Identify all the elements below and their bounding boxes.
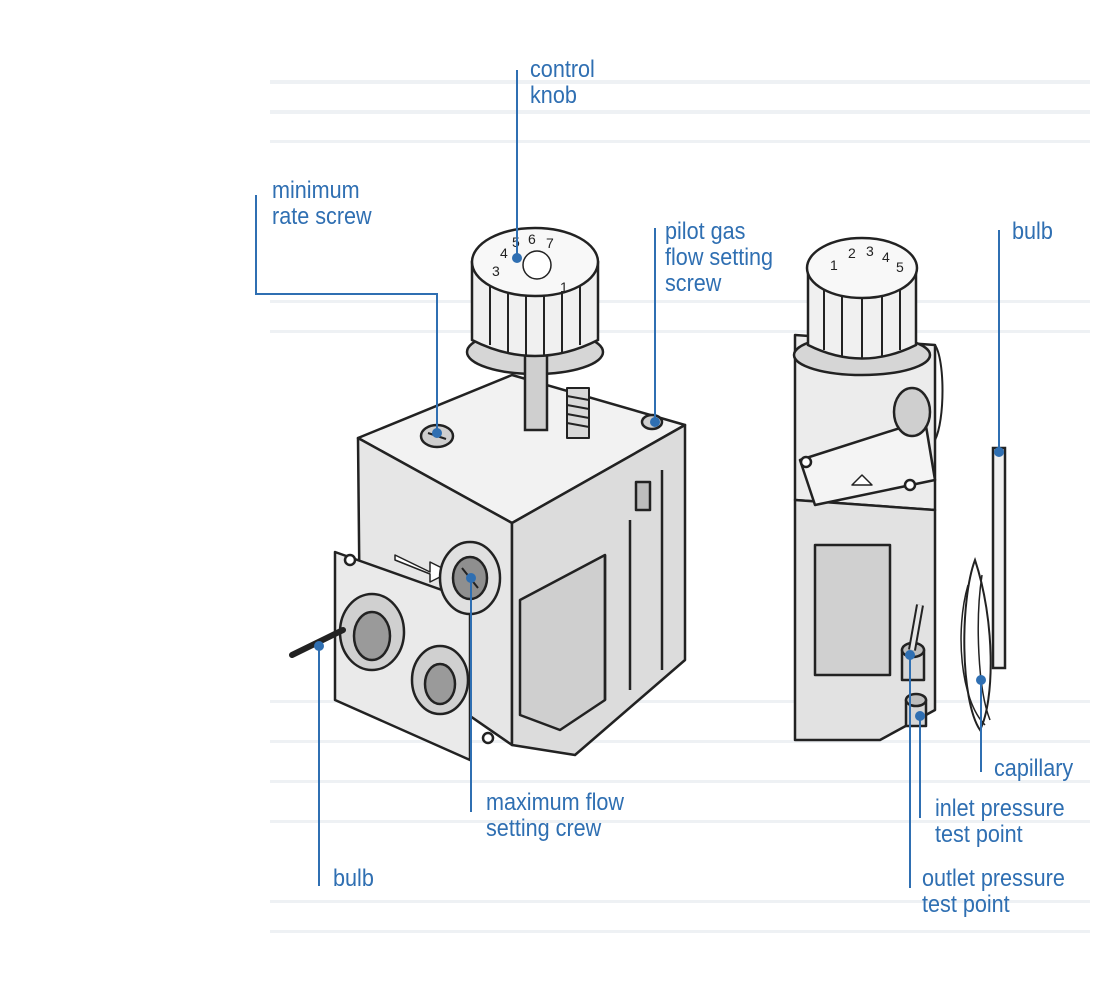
label-line: minimum (272, 177, 360, 204)
label-line: control (530, 56, 595, 83)
background-texture (270, 80, 1090, 933)
label-minimum-rate-screw: minimum rate screw (272, 178, 372, 230)
svg-text:3: 3 (866, 243, 874, 259)
side-cavity (813, 543, 892, 677)
svg-text:5: 5 (896, 259, 904, 275)
label-bulb-right: bulb (1012, 219, 1053, 245)
side-bulb (991, 446, 1007, 670)
label-line: bulb (333, 865, 374, 892)
svg-text:1: 1 (830, 257, 838, 273)
svg-text:7: 7 (546, 235, 554, 251)
svg-text:4: 4 (500, 245, 508, 261)
label-line: capillary (994, 755, 1074, 782)
label-control-knob: control knob (530, 57, 595, 109)
callout-dots (314, 253, 1004, 721)
label-line: test point (922, 891, 1010, 918)
svg-text:2: 2 (848, 245, 856, 261)
label-line: bulb (1012, 218, 1053, 245)
leader-minimum-rate-screw (255, 195, 438, 433)
svg-text:1: 1 (560, 279, 568, 295)
front-valve-body (289, 373, 687, 762)
label-line: setting crew (486, 815, 602, 842)
label-line: test point (935, 821, 1023, 848)
side-dial-digits: 1 2 3 4 5 (830, 243, 904, 275)
label-capillary: capillary (994, 756, 1073, 782)
svg-text:6: 6 (528, 231, 536, 247)
label-line: rate screw (272, 203, 372, 230)
side-valve-body (793, 333, 937, 742)
adjust-spring (566, 387, 590, 439)
label-line: inlet pressure (935, 795, 1065, 822)
label-inlet-pressure: inlet pressure test point (935, 796, 1065, 848)
label-pilot-gas-screw: pilot gas flow setting screw (665, 219, 773, 297)
front-control-knob (465, 226, 605, 432)
label-line: outlet pressure (922, 865, 1065, 892)
valve-right-recess (518, 553, 607, 732)
label-line: pilot gas (665, 218, 746, 245)
label-line: maximum flow (486, 789, 625, 816)
callout-lines (255, 70, 1000, 888)
label-line: screw (665, 270, 722, 297)
label-max-flow-screw: maximum flow setting crew (486, 790, 624, 842)
side-gear (892, 386, 932, 438)
side-bulb-assembly (934, 344, 1007, 732)
label-bulb-left: bulb (333, 866, 374, 892)
side-cover-plate (798, 418, 937, 507)
label-line: knob (530, 82, 577, 109)
label-outlet-pressure: outlet pressure test point (922, 866, 1065, 918)
svg-text:4: 4 (882, 249, 890, 265)
label-line: flow setting (665, 244, 774, 271)
valve-slot (634, 480, 652, 512)
side-control-knob (792, 236, 932, 377)
svg-text:3: 3 (492, 263, 500, 279)
